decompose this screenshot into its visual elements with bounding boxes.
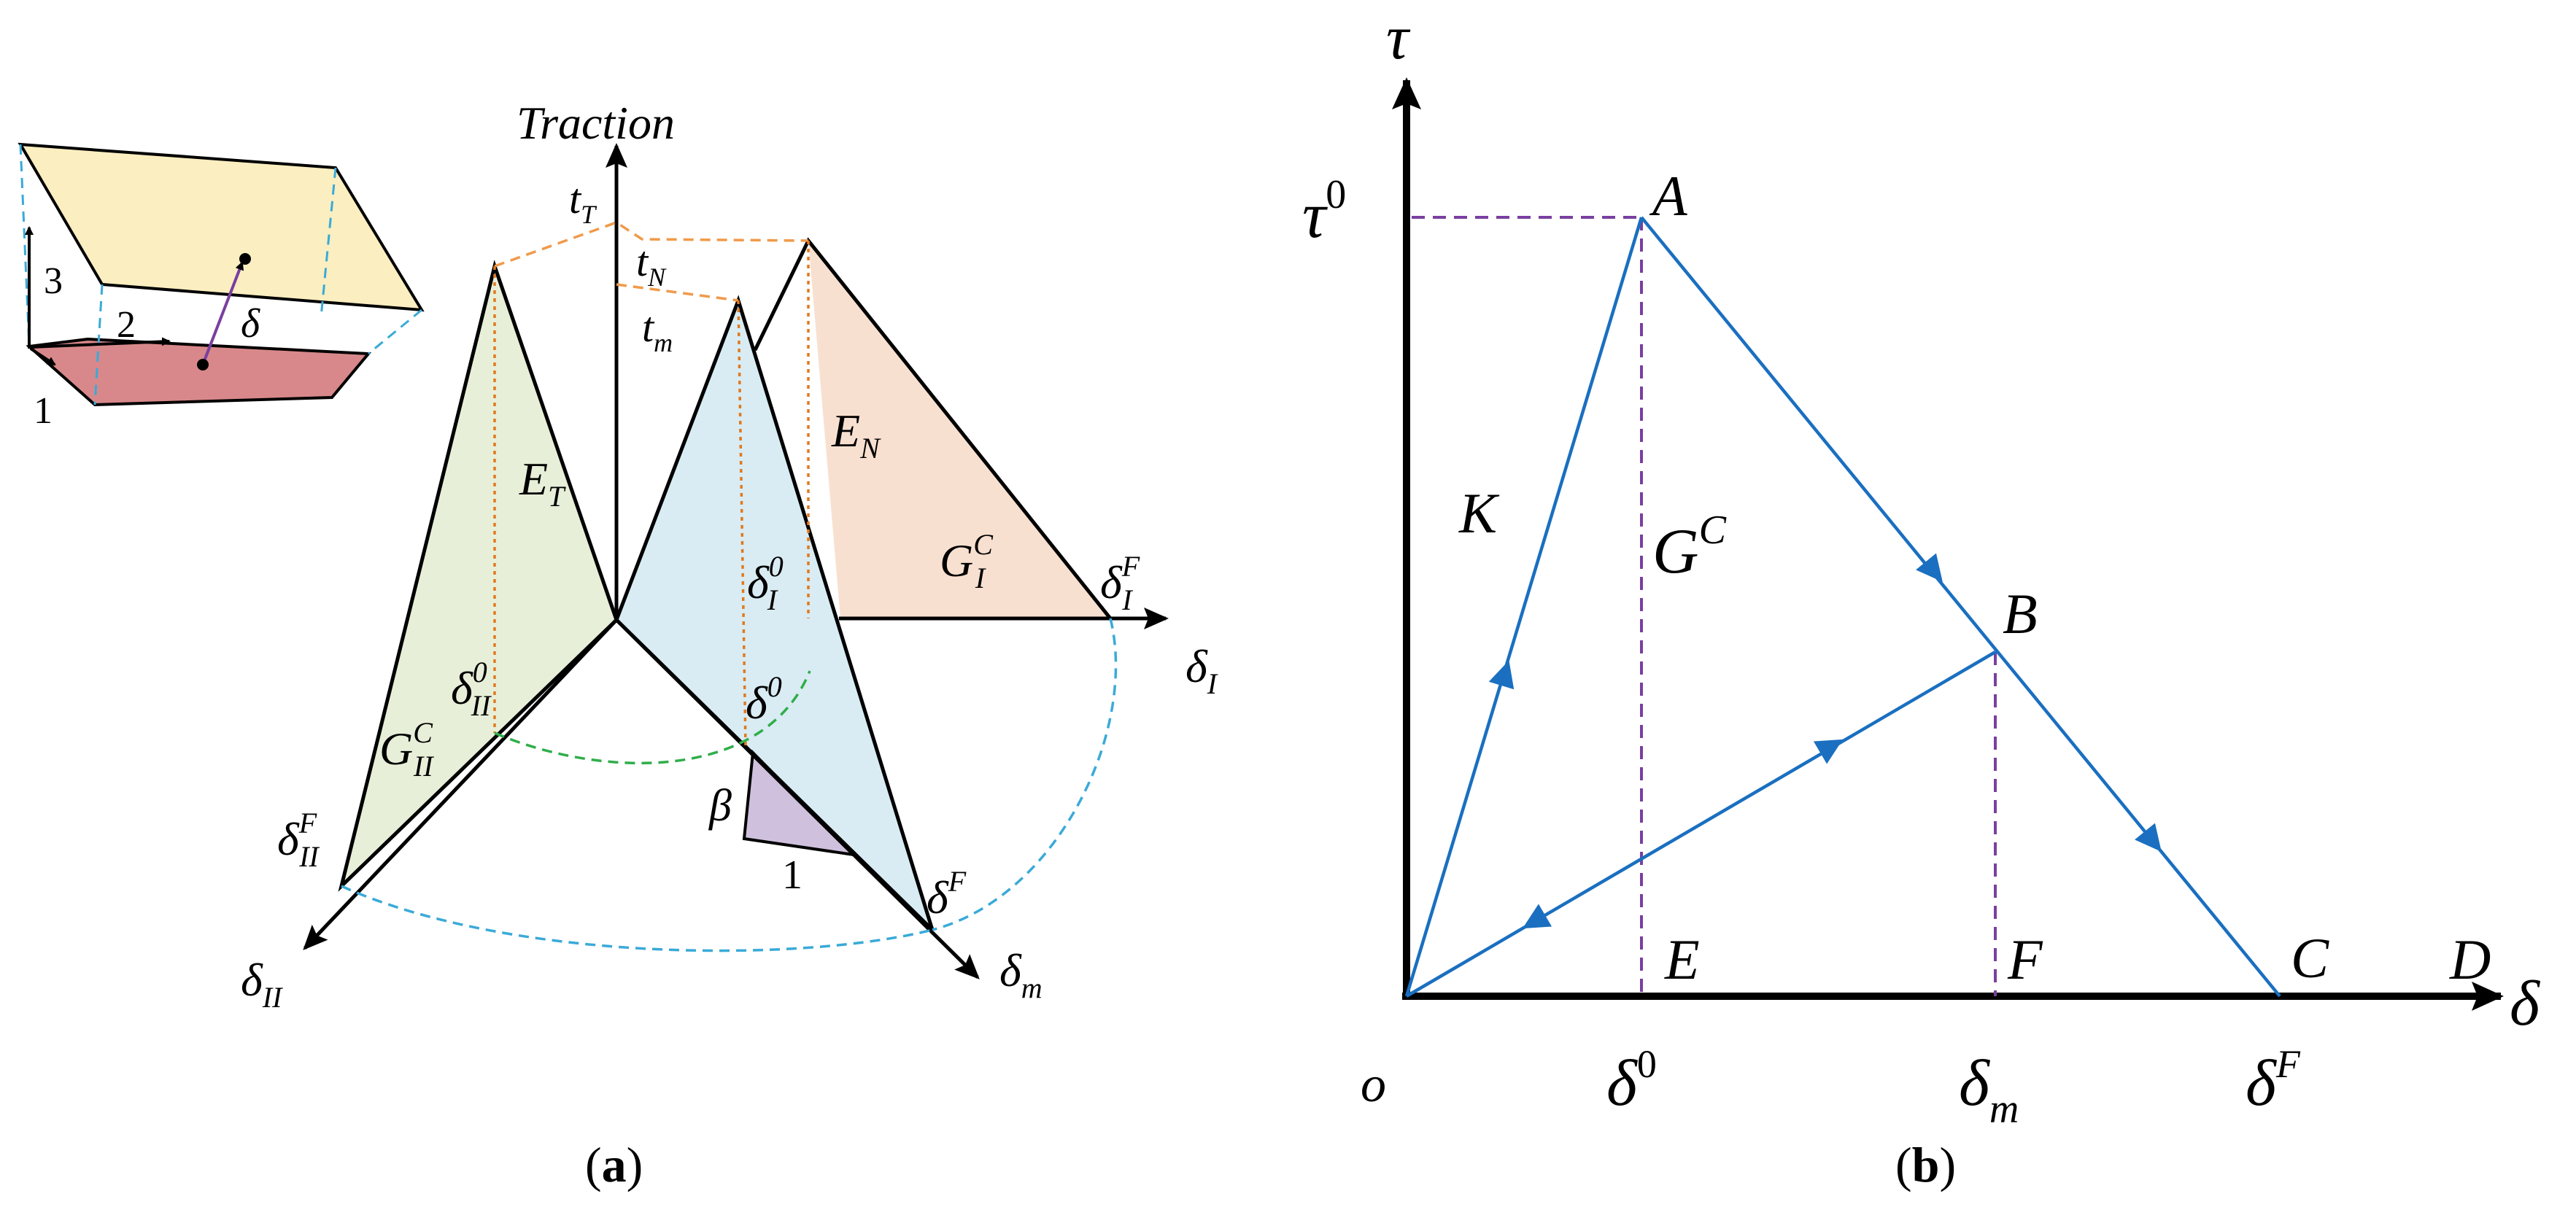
t-m-label: tm (642, 303, 673, 357)
delta-i-axis-label: δI (1185, 640, 1218, 700)
caption-b: (b) (1895, 1137, 1956, 1192)
e-t-label: ET (519, 453, 566, 513)
traction-separation-path (1404, 216, 2281, 998)
tau0-label: τ0 (1302, 172, 1346, 252)
top-point (239, 253, 251, 265)
origin-label: o (1361, 1057, 1386, 1113)
point-e-label: E (1664, 928, 1700, 991)
delta-ii-axis-label: δII (241, 954, 283, 1014)
panel-a: 3 2 1 δ Traction tT tN tm (18, 97, 1218, 1192)
separation-vector (201, 261, 244, 365)
traction-axis-title: Traction (517, 97, 675, 149)
delta-axis-label: δ (2510, 968, 2541, 1039)
t-t-label: tT (569, 175, 597, 229)
point-d-label: D (2449, 928, 2491, 991)
inset-axis-1: 1 (34, 390, 53, 432)
stiffness-k-label: K (1458, 481, 1500, 545)
point-c-label: C (2291, 926, 2329, 990)
point-f-label: F (2007, 928, 2043, 991)
e-n-label: EN (831, 405, 881, 465)
interface-inset: 3 2 1 δ (18, 142, 425, 432)
bottom-point (197, 359, 209, 370)
delta-m-axis (615, 618, 980, 979)
panel-b: τ τ0 A K GC B E F C D δ o δ0 δm δF (b) (1302, 2, 2541, 1192)
inset-axis-3: 3 (44, 260, 63, 302)
construction-lines (341, 221, 1118, 952)
guide-lines (1412, 216, 1997, 996)
bottom-plate (26, 337, 372, 407)
delta-f-label: δF (927, 865, 967, 923)
mode-ii-triangle (338, 260, 619, 892)
inset-delta: δ (241, 301, 260, 346)
path-arrows (1488, 553, 2162, 929)
delta0-tick-label: δ0 (1606, 1042, 1657, 1119)
deltaf-tick-label: δF (2246, 1042, 2301, 1119)
top-plate (18, 142, 425, 312)
t-n-label: tN (636, 238, 667, 292)
inset-axes (25, 226, 171, 366)
tau-axis-label: τ (1386, 2, 1411, 72)
gc-label: GC (1652, 508, 1727, 587)
inset-axis-2: 2 (117, 304, 136, 346)
slope-one-label: 1 (782, 853, 802, 898)
caption-a: (a) (585, 1137, 643, 1192)
point-b-label: B (2003, 582, 2038, 645)
beta-label: β (708, 781, 732, 831)
point-a-label: A (1649, 164, 1687, 228)
delta-0-label: δ0 (746, 670, 782, 729)
delta-m-tick-label: δm (1959, 1047, 2019, 1132)
delta-m-axis-label: δm (999, 944, 1043, 1004)
